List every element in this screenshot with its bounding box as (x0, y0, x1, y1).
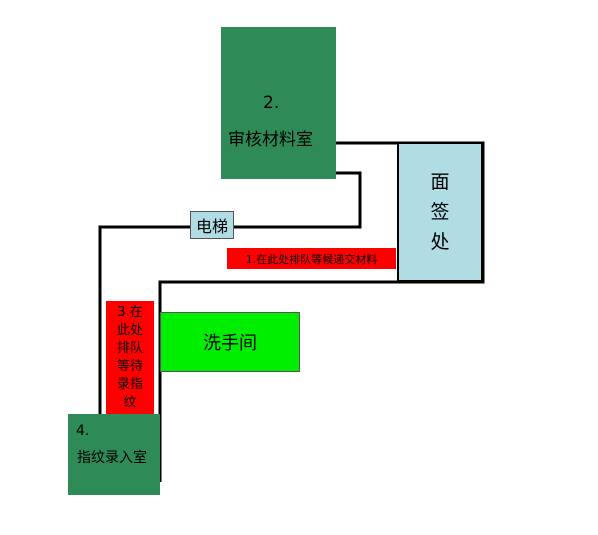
fingerprint-room-name: 指纹录入室 (77, 450, 147, 466)
queue-3-label-line: 等待 (116, 359, 143, 374)
elevator: 电梯 (190, 211, 234, 239)
material-room-number: 2. (263, 93, 280, 113)
interview-desk: 面 签 处 (397, 142, 483, 282)
fingerprint-room-number: 4. (76, 423, 90, 439)
restroom-label: 洗手间 (203, 333, 257, 354)
material-review-room: 2. 审核材料室 (221, 27, 336, 179)
queue-area-3: 3.在 此处 排队 等待 录指 纹 (106, 301, 154, 415)
queue-3-label-line: 排队 (116, 341, 143, 356)
queue-3-label-line: 此处 (116, 323, 143, 338)
queue-3-label-line: 纹 (123, 395, 137, 410)
interview-label-line: 面 (430, 171, 450, 193)
queue-area-1: 1.在此处排队等候递交材料 (227, 248, 396, 269)
material-room-name: 审核材料室 (228, 130, 313, 150)
interview-label-line: 签 (430, 201, 450, 223)
restroom: 洗手间 (160, 312, 300, 372)
lower-corridor-wall (158, 280, 397, 482)
fingerprint-room: 4. 指纹录入室 (68, 414, 160, 495)
upper-corridor-wall (98, 171, 362, 415)
queue-3-label-line: 3.在 (117, 305, 143, 320)
interview-label-line: 处 (430, 231, 450, 253)
elevator-label: 电梯 (195, 217, 228, 236)
queue-3-label-line: 录指 (116, 377, 143, 392)
queue-1-label: 1.在此处排队等候递交材料 (245, 252, 378, 266)
